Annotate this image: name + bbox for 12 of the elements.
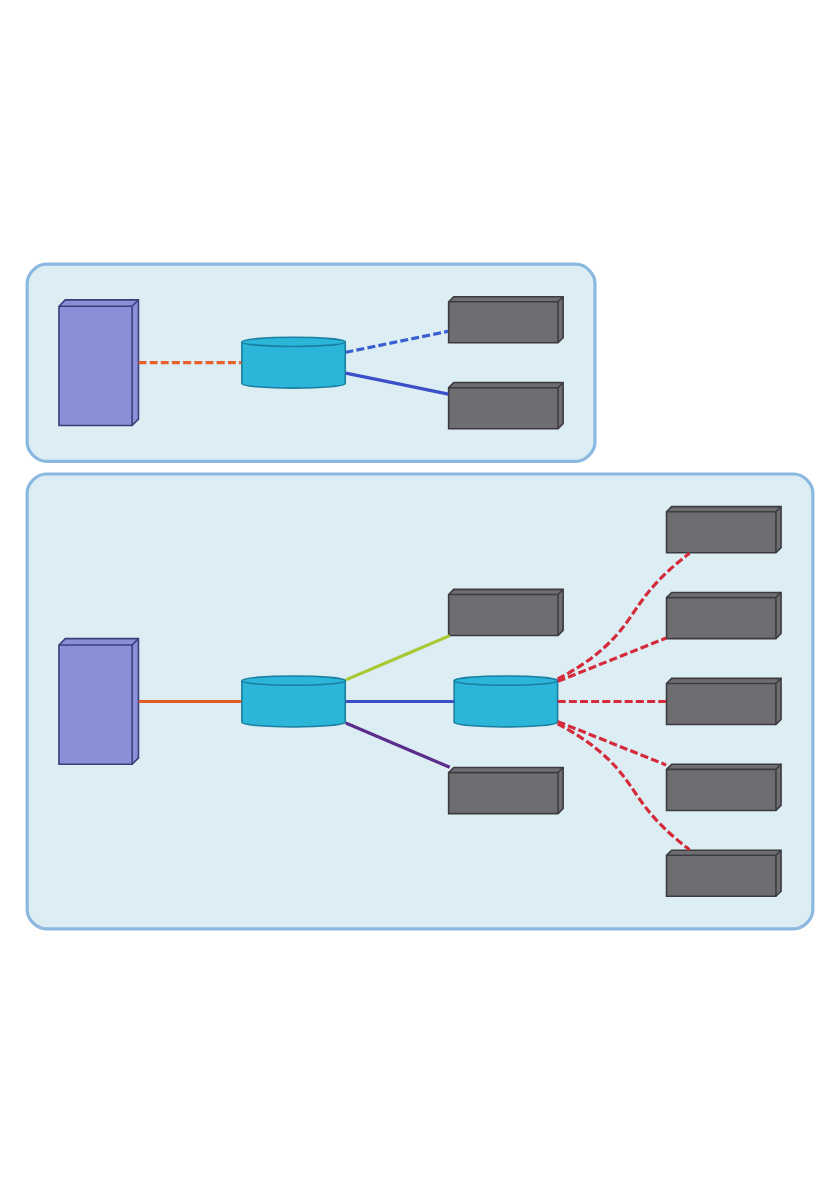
cluster [25,471,815,930]
connector [345,721,451,769]
connector [138,699,242,703]
connector [557,636,667,683]
connector [345,329,449,354]
connector [345,633,451,681]
connector [557,719,667,766]
connector [345,699,455,703]
connector [345,371,449,396]
connector [557,699,667,703]
connector [138,360,242,364]
cluster [25,262,597,463]
